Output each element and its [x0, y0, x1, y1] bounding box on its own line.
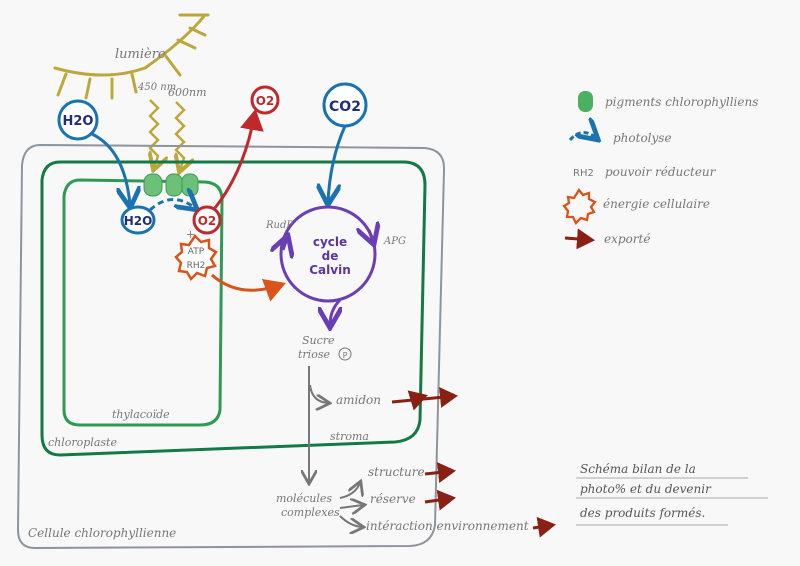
- interaction-export-arrow: [532, 516, 556, 538]
- thylakoid-membrane: [62, 178, 224, 427]
- amidon-branch-arrow: [309, 384, 328, 403]
- legend: pigments chlorophylliens photolyse RH2 p…: [562, 91, 758, 250]
- triose-label: triose: [298, 348, 330, 361]
- svg-text:H2O: H2O: [124, 214, 153, 228]
- svg-text:photolyse: photolyse: [613, 131, 672, 145]
- svg-text:O2: O2: [198, 214, 217, 228]
- diagram-title-note: Schéma bilan de la photo% et du devenir …: [576, 462, 768, 526]
- thylakoid-label: thylacoïde: [112, 408, 170, 421]
- calvin-label-line3: Calvin: [309, 263, 351, 277]
- svg-text:H2O: H2O: [63, 114, 94, 129]
- export-arrow-icon: [564, 228, 595, 250]
- legend-item-rh2: RH2 pouvoir réducteur: [573, 165, 717, 179]
- amidon-export-arrow-2: [407, 390, 428, 411]
- cell-membrane: [16, 143, 446, 550]
- calvin-cycle-arrow-apg: [369, 230, 373, 242]
- structure-label: structure: [368, 465, 425, 479]
- legend-item-energy: énergie cellulaire: [562, 188, 710, 225]
- legend-item-export: exporté: [564, 228, 650, 250]
- o2-outer-molecule: O2: [250, 85, 280, 115]
- phosphate-icon: [338, 347, 352, 361]
- svg-text:CO2: CO2: [329, 99, 361, 115]
- wavelength-450-label: 450 nm: [137, 82, 176, 93]
- svg-text:pigments chlorophylliens: pigments chlorophylliens: [605, 95, 758, 109]
- h2o-outer-molecule: H2O: [57, 99, 99, 141]
- light-wave-arrow-450: [150, 99, 158, 168]
- svg-text:O2: O2: [256, 94, 275, 108]
- energy-star-icon: ATP RH2: [174, 234, 218, 282]
- svg-text:des produits formés.: des produits formés.: [580, 506, 705, 520]
- svg-text:exporté: exporté: [604, 232, 650, 246]
- apg-label: APG: [383, 236, 406, 247]
- pigment-icon: [578, 91, 593, 112]
- wavelength-600-label: 600nm: [168, 86, 207, 99]
- reserve-export-arrow: [424, 489, 456, 511]
- o2-release-arrow: [213, 109, 264, 209]
- calvin-cycle-arrow-rudp: [283, 238, 287, 250]
- plus-sign: +: [186, 228, 195, 241]
- rh2-symbol: RH2: [573, 168, 594, 179]
- photolysis-arrow-icon: [568, 132, 596, 140]
- sun-icon: [53, 13, 210, 100]
- energy-transfer-arrow: [211, 273, 286, 302]
- svg-text:Schéma bilan de la: Schéma bilan de la: [580, 462, 696, 476]
- stroma-label: stroma: [330, 430, 369, 443]
- chloroplast-membrane: [40, 160, 427, 457]
- reserve-label: réserve: [370, 492, 416, 506]
- co2-molecule: CO2: [322, 82, 368, 128]
- pigment-cluster-icon: [143, 173, 199, 197]
- svg-text:énergie cellulaire: énergie cellulaire: [603, 197, 710, 211]
- light-wave-arrow-600: [176, 101, 184, 170]
- energy-star-icon: [562, 188, 597, 225]
- atp-label: ATP: [188, 247, 205, 257]
- calvin-label-line1: cycle: [313, 235, 347, 249]
- rh2-label: RH2: [187, 261, 206, 271]
- structure-export-arrow: [424, 462, 456, 484]
- interaction-label: intéraction environnement: [366, 519, 529, 533]
- co2-entry-arrow: [328, 125, 347, 202]
- legend-item-pigments: pigments chlorophylliens: [578, 91, 758, 112]
- complexes-label: complexes: [281, 506, 340, 519]
- reserve-branch-arrow: [339, 505, 363, 508]
- calvin-label-line2: de: [322, 249, 339, 263]
- sucre-label: Sucre: [302, 334, 335, 347]
- chloroplast-label: chloroplaste: [48, 436, 117, 449]
- h2o-inner-molecule: H2O: [120, 205, 156, 235]
- svg-text:pouvoir réducteur: pouvoir réducteur: [605, 165, 717, 179]
- cell-label: Cellule chlorophyllienne: [28, 526, 176, 540]
- amidon-label: amidon: [336, 393, 381, 407]
- o2-inner-molecule: O2: [192, 205, 222, 235]
- molecules-label: molécules: [276, 492, 332, 505]
- h2o-transport-arrow: [91, 132, 130, 205]
- light-label: lumière: [115, 47, 166, 62]
- legend-item-photolysis: photolyse: [568, 131, 672, 145]
- interaction-branch-arrow: [339, 515, 362, 527]
- sugar-output-arrow: [330, 298, 340, 325]
- photolysis-arrow: [148, 199, 195, 210]
- phosphate-label: P: [343, 351, 348, 360]
- svg-text:photo% et du devenir: photo% et du devenir: [580, 482, 712, 496]
- rudp-label: RudP: [265, 220, 293, 231]
- structure-branch-arrow: [339, 483, 360, 499]
